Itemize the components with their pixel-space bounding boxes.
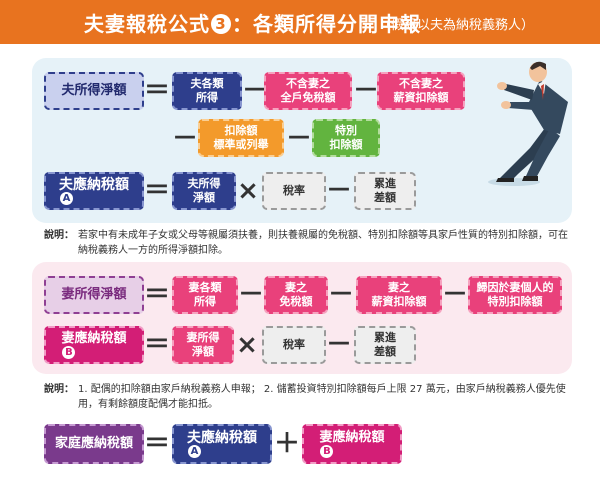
equals-sign: ＝: [144, 280, 171, 310]
wife-net-income-box: 妻所得淨額: [172, 326, 234, 364]
note-2: 說明： 1. 配偶的扣除額由家戶納稅義務人申報； 2. 儲蓄投資特別扣除額每戶上…: [44, 382, 574, 412]
wife-taxable-income-box: 妻所得淨額: [44, 276, 144, 314]
husband-deduction-box: 扣除額標準或列舉: [198, 119, 284, 157]
note-1-label: 說明：: [44, 230, 74, 241]
husband-income-box: 夫各類所得: [172, 72, 242, 110]
wife-income-box: 妻各類所得: [172, 276, 238, 314]
minus-sign: －: [242, 76, 269, 106]
plus-sign: ＋: [273, 429, 300, 459]
husband-salary-deduction-box: 不含妻之薪資扣除額: [377, 72, 465, 110]
minus-sign: －: [286, 124, 313, 154]
husband-net-income-box: 夫所得淨額: [172, 172, 236, 210]
minus-sign: －: [353, 76, 380, 106]
wife-special-deduction-box: 歸因於妻個人的特別扣除額: [468, 276, 562, 314]
minus-sign: －: [326, 330, 353, 360]
pushing-man-illustration: [488, 61, 568, 186]
husband-special-deduction-box: 特別扣除額: [312, 119, 380, 157]
minus-sign: －: [328, 280, 355, 310]
equals-sign: ＝: [144, 76, 171, 106]
note-1-text: 若家中有未成年子女或父母等親屬須扶養，則扶養親屬的免稅額、特別扣除額等具家戶性質…: [78, 230, 568, 256]
wife-salary-deduction-box: 妻之薪資扣除額: [356, 276, 442, 314]
minus-sign: －: [326, 176, 353, 206]
note-1: 說明： 若家中有未成年子女或父母等親屬須扶養，則扶養親屬的免稅額、特別扣除額等具…: [44, 228, 574, 258]
formula-number-badge: 3: [211, 14, 231, 34]
husband-exemption-box: 不含妻之全戶免稅額: [264, 72, 352, 110]
minus-sign: －: [442, 280, 469, 310]
note-2-text: 1. 配偶的扣除額由家戶納稅義務人申報； 2. 儲蓄投資特別扣除額每戶上限 27…: [78, 384, 566, 410]
husband-taxable-income-box: 夫所得淨額: [44, 72, 144, 110]
badge-b: B: [320, 444, 334, 458]
equals-sign: ＝: [144, 429, 171, 459]
badge-a: A: [60, 191, 73, 205]
minus-sign: －: [172, 124, 199, 154]
badge-b: B: [62, 345, 76, 359]
equals-sign: ＝: [144, 330, 171, 360]
times-sign: ×: [236, 330, 258, 360]
badge-a: A: [188, 444, 201, 458]
husband-progressive-difference-box: 累進差額: [354, 172, 416, 210]
minus-sign: －: [238, 280, 265, 310]
wife-progressive-difference-box: 累進差額: [354, 326, 416, 364]
husband-tax-rate-box: 稅率: [262, 172, 326, 210]
title-bar: [0, 0, 600, 44]
equals-sign: ＝: [144, 176, 171, 206]
page-subtitle: （假設以夫為納稅義務人）: [378, 18, 535, 33]
times-sign: ×: [237, 176, 259, 206]
wife-exemption-box: 妻之免稅額: [264, 276, 328, 314]
family-tax-payable-box: 家庭應納稅額: [44, 424, 144, 464]
note-2-label: 說明：: [44, 384, 74, 395]
wife-tax-rate-box: 稅率: [262, 326, 326, 364]
